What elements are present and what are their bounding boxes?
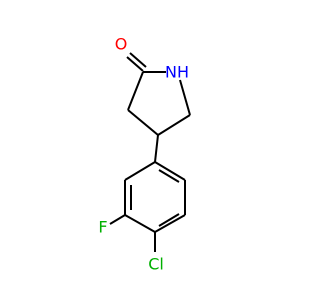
bond-c5-n (179, 79, 191, 116)
bond-ar1-ar2 (124, 161, 156, 181)
aromatic-inner-3 (158, 169, 180, 183)
carbonyl-double-bond (126, 52, 147, 72)
nitrogen-atom-label: NH (165, 63, 189, 82)
bond-c2-o-a (126, 56, 144, 72)
benzene-ring (124, 161, 186, 233)
bond-c2-c3 (127, 71, 144, 111)
oxygen-atom-label: O (115, 35, 128, 54)
chlorine-atom-label: Cl (148, 255, 164, 274)
bond-c2-o-b (129, 52, 147, 68)
bond-ar6-ar1 (154, 161, 186, 181)
fluorine-atom-label: F (98, 218, 107, 237)
pyrrolidinone-ring (127, 71, 191, 136)
bond-c4-aryl (154, 134, 159, 163)
aromatic-inner-2 (158, 213, 180, 227)
bond-c4-c5 (157, 114, 191, 136)
bond-ar3-ar4 (124, 214, 156, 233)
background (0, 0, 300, 300)
bond-ar4-ar5 (154, 214, 186, 233)
molecule-structure: O NH F Cl (0, 0, 300, 300)
bond-ar3-f (109, 214, 126, 225)
bond-c3-c4 (127, 109, 159, 136)
